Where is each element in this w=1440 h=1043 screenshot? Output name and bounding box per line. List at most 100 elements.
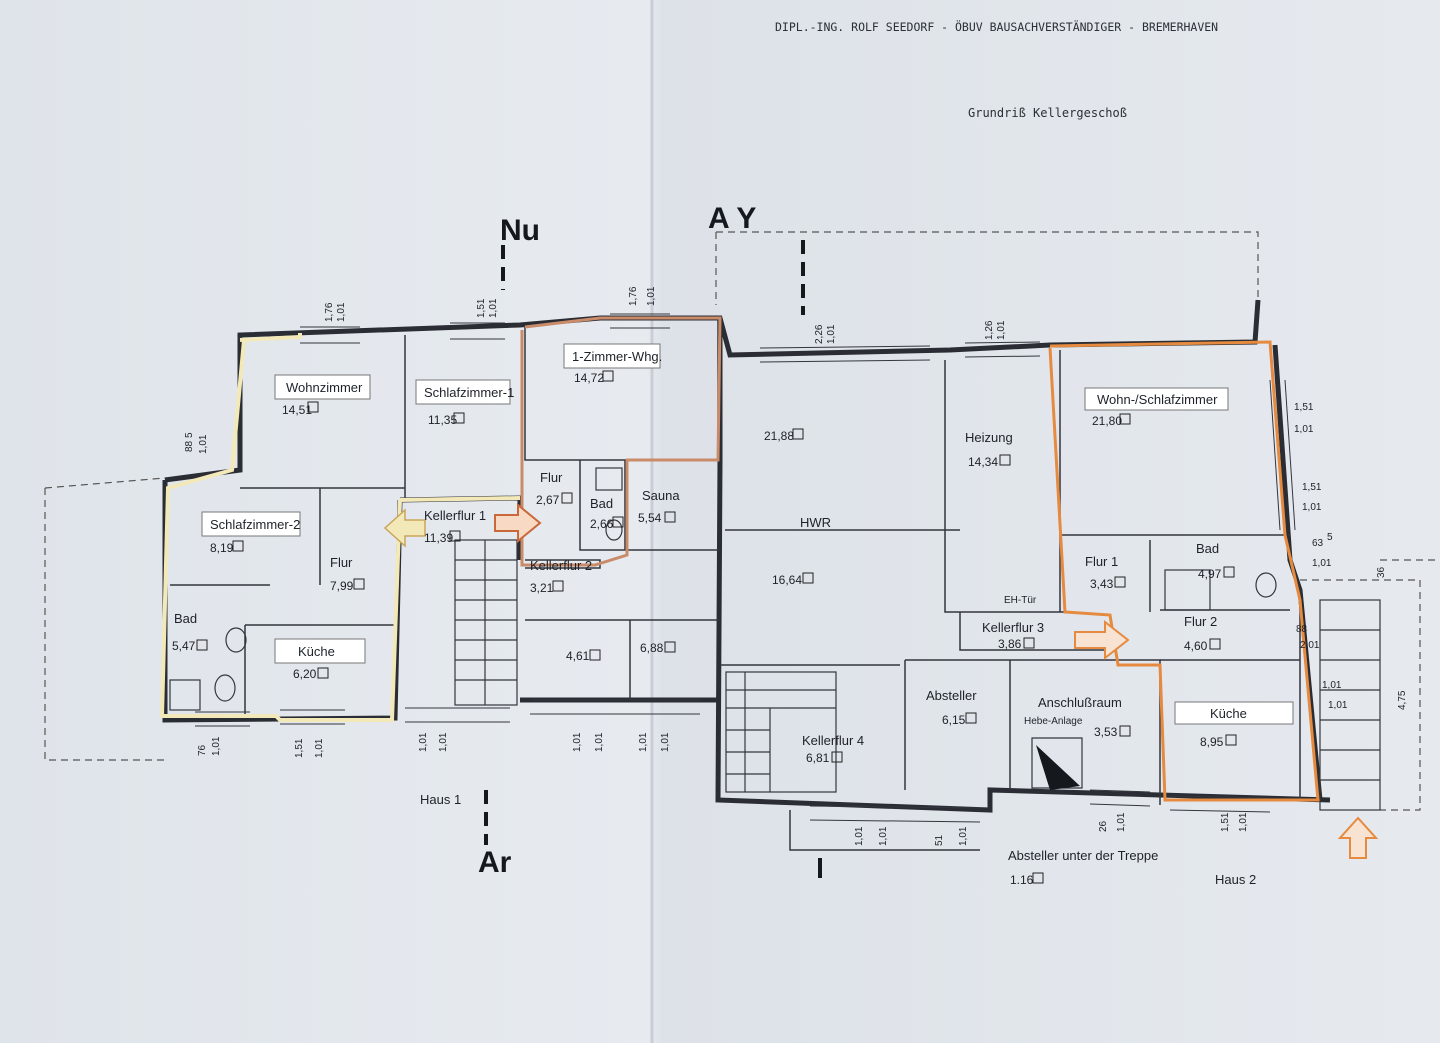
svg-text:1,01: 1,01 (438, 732, 449, 752)
svg-text:1,01: 1,01 (854, 826, 865, 846)
svg-text:51: 51 (934, 834, 945, 846)
section-mark-bottom: Ar (478, 846, 512, 879)
svg-text:1,76: 1,76 (324, 302, 335, 322)
svg-text:3,43: 3,43 (1090, 577, 1114, 591)
highlight-left-apartment (159, 339, 402, 722)
svg-text:14,72: 14,72 (574, 371, 604, 385)
room-label-kellerflur3: Kellerflur 3 (982, 620, 1044, 635)
room-label-kellerflur2: Kellerflur 2 (530, 558, 592, 573)
room-label-bad: Bad (174, 611, 197, 626)
shower-icon (595, 467, 623, 491)
svg-text:1,51: 1,51 (1302, 482, 1322, 493)
svg-text:63: 63 (1312, 538, 1324, 549)
svg-text:7,99: 7,99 (330, 579, 354, 593)
svg-text:1,51: 1,51 (476, 298, 487, 318)
svg-text:1,01: 1,01 (996, 320, 1007, 340)
highlight-right-apartment (1048, 340, 1320, 802)
label-box-kueche-right (1174, 701, 1294, 725)
label-box-wohnzimmer (274, 374, 371, 400)
room-label-schlafzimmer2: Schlafzimmer-2 (210, 517, 300, 532)
svg-text:2,26: 2,26 (814, 324, 825, 344)
room-label-wohn-schlaf: Wohn-/Schlafzimmer (1097, 392, 1218, 407)
svg-text:1,01: 1,01 (646, 286, 657, 306)
svg-text:14,51: 14,51 (282, 403, 312, 417)
svg-text:88: 88 (1296, 624, 1308, 635)
svg-text:1.16: 1.16 (1010, 873, 1034, 887)
svg-text:1,01: 1,01 (1238, 812, 1249, 832)
svg-text:11,35: 11,35 (428, 413, 457, 427)
svg-text:76: 76 (197, 744, 208, 756)
svg-text:3,86: 3,86 (998, 637, 1022, 651)
room-area-461: 4,61 (566, 649, 590, 663)
room-label-kueche: Küche (298, 644, 335, 659)
svg-text:11,39: 11,39 (424, 531, 453, 545)
svg-text:1,01: 1,01 (958, 826, 969, 846)
svg-text:1,01: 1,01 (1116, 812, 1127, 832)
dimension-labels: 1,76 1,01 1,51 1,01 1,76 1,01 2,26 1,01 … (184, 286, 1408, 846)
svg-text:26: 26 (1098, 820, 1109, 832)
bathtub-icon (1164, 569, 1211, 611)
section-mark-top-right: A Y (708, 202, 756, 235)
svg-text:1,01: 1,01 (638, 732, 649, 752)
svg-text:5,47: 5,47 (172, 639, 196, 653)
svg-text:5: 5 (184, 432, 195, 438)
svg-text:8,95: 8,95 (1200, 735, 1224, 749)
label-eh-tuer: EH-Tür (1004, 595, 1037, 606)
inner-walls (170, 320, 1301, 851)
highlight-left-top (239, 333, 302, 342)
label-box-kueche (274, 638, 366, 664)
svg-text:1,01: 1,01 (418, 732, 429, 752)
outline-dashed-top (716, 231, 1259, 300)
svg-text:88: 88 (184, 440, 195, 452)
svg-text:1,51: 1,51 (1294, 402, 1314, 413)
svg-text:1,01: 1,01 (660, 732, 671, 752)
room-area-688: 6,88 (640, 641, 664, 655)
room-label-bad-small: Bad (590, 496, 613, 511)
svg-text:4,97: 4,97 (1198, 567, 1222, 581)
label-box-1-zimmer-whg (563, 343, 661, 369)
svg-text:21,80: 21,80 (1092, 414, 1122, 428)
svg-text:8,19: 8,19 (210, 541, 234, 555)
firm-header: DIPL.-ING. ROLF SEEDORF - ÖBUV BAUSACHVE… (775, 18, 1218, 34)
svg-text:3,53: 3,53 (1094, 725, 1118, 739)
highlight-1-zimmer-whg (520, 316, 722, 567)
entry-arrow-bottom (1337, 816, 1379, 859)
section-mark-top-left: Nu (500, 214, 540, 247)
svg-text:2,66: 2,66 (590, 517, 614, 531)
room-label-heizung: Heizung (965, 430, 1013, 445)
bathtub-icon (169, 679, 201, 711)
svg-text:4,75: 4,75 (1397, 690, 1408, 710)
svg-text:2,67: 2,67 (536, 493, 560, 507)
svg-text:1,01: 1,01 (1328, 700, 1348, 711)
room-label-kueche-right: Küche (1210, 706, 1247, 721)
svg-text:6,81: 6,81 (806, 751, 830, 765)
room-label-absteller: Absteller (926, 688, 977, 703)
svg-text:1,01: 1,01 (336, 302, 347, 322)
svg-text:3,21: 3,21 (530, 581, 554, 595)
svg-text:2,01: 2,01 (1300, 640, 1320, 651)
house-label-haus2: Haus 2 (1215, 872, 1256, 887)
entry-arrow-right (1074, 619, 1130, 661)
stairs-right[interactable] (1319, 599, 1381, 811)
svg-text:1,01: 1,01 (594, 732, 605, 752)
room-label-flur: Flur (330, 555, 353, 570)
svg-text:16,64: 16,64 (772, 573, 802, 587)
label-box-schlafzimmer1 (415, 379, 511, 405)
label-box-schlafzimmer2 (201, 511, 301, 537)
label-hebe-anlage: Hebe-Anlage (1024, 716, 1083, 727)
svg-text:4,60: 4,60 (1184, 639, 1208, 653)
svg-text:1,51: 1,51 (294, 738, 305, 758)
svg-text:1,01: 1,01 (1312, 558, 1332, 569)
stairs-left[interactable] (454, 539, 518, 706)
room-label-bad-right: Bad (1196, 541, 1219, 556)
house-label-haus1: Haus 1 (420, 792, 461, 807)
svg-text:1,76: 1,76 (628, 286, 639, 306)
svg-text:6,15: 6,15 (942, 713, 966, 727)
svg-text:1,01: 1,01 (314, 738, 325, 758)
svg-text:14,34: 14,34 (968, 455, 998, 469)
svg-text:1,01: 1,01 (198, 434, 209, 454)
svg-text:1,01: 1,01 (1302, 502, 1322, 513)
stairs-middle[interactable] (725, 671, 837, 793)
room-label-absteller-treppe: Absteller unter der Treppe (1008, 848, 1158, 863)
entry-arrow-left (383, 508, 426, 548)
